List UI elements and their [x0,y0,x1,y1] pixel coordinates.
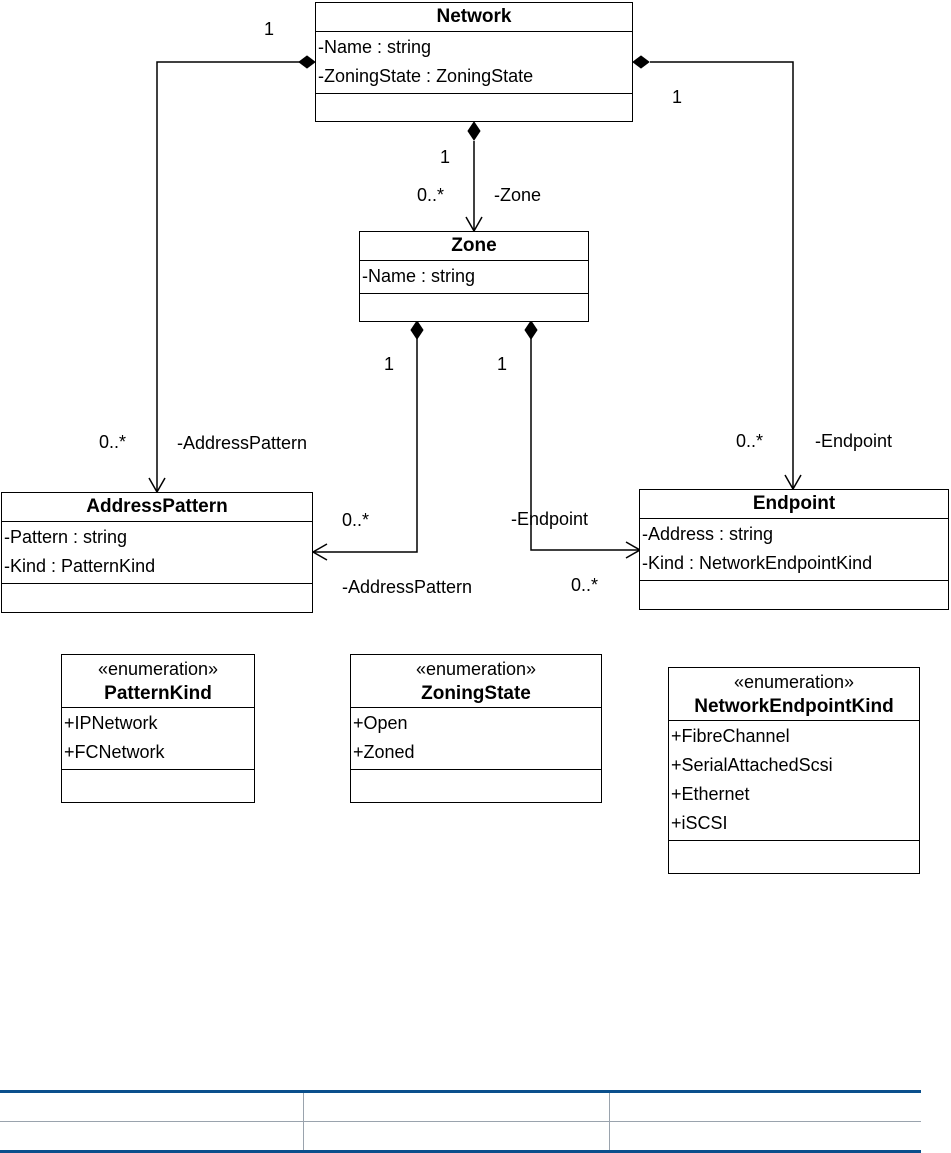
attribute: -Kind : PatternKind [4,556,156,576]
enum-literal: +Zoned [353,742,415,762]
class-header: Network [316,3,632,32]
literal-compartment: +Open +Zoned [351,708,601,770]
composition-diamond [632,55,650,69]
role-label: -Endpoint [511,509,589,529]
class-header: AddressPattern [2,493,312,522]
attribute-compartment: -Address : string -Kind : NetworkEndpoin… [640,519,948,581]
class-name: Network [436,6,512,27]
stereotype-label: «enumeration» [733,672,855,692]
class-name: Zone [451,235,497,256]
multiplicity-label: 0..* [417,185,445,205]
assoc-network-addresspattern [156,61,300,492]
enum-literal: +SerialAttachedScsi [671,755,833,775]
multiplicity-label: 0..* [342,510,370,530]
attribute: -Address : string [642,524,774,544]
enum-literal: +FibreChannel [671,726,790,746]
class-network: Network -Name : string -ZoningState : Zo… [315,2,633,122]
enum-name: NetworkEndpointKind [694,696,894,717]
literal-compartment: +FibreChannel +SerialAttachedScsi +Ether… [669,721,919,841]
class-name: Endpoint [752,493,836,514]
table-row [0,1090,921,1122]
multiplicity-label: 1 [672,87,683,107]
role-label: -AddressPattern [342,577,473,597]
attribute: -ZoningState : ZoningState [318,66,534,86]
assoc-network-endpoint [650,61,794,489]
multiplicity-label: 1 [264,19,275,39]
class-header: Endpoint [640,490,948,519]
assoc-zone-endpoint [530,338,640,551]
table-cell [0,1121,304,1153]
role-label: -Zone [494,185,542,205]
stereotype-label: «enumeration» [415,659,537,679]
class-header: Zone [360,232,588,261]
composition-diamond [410,320,424,340]
attribute: -Name : string [318,37,432,57]
assoc-zone-addresspattern [313,338,418,553]
multiplicity-label: 1 [497,354,508,374]
enum-header: «enumeration» NetworkEndpointKind [669,668,919,721]
class-name: AddressPattern [86,496,228,517]
attribute: -Name : string [362,266,476,286]
attribute-compartment: -Pattern : string -Kind : PatternKind [2,522,312,584]
enum-name: PatternKind [104,683,212,704]
table-row [0,1121,921,1153]
stereotype-label: «enumeration» [97,659,219,679]
table-cell [303,1121,610,1153]
attribute: -Kind : NetworkEndpointKind [642,553,873,573]
table-cell [609,1121,921,1153]
table-cell [303,1090,610,1122]
enum-name: ZoningState [421,683,531,704]
multiplicity-label: 1 [440,147,451,167]
role-label: -AddressPattern [177,433,308,453]
enum-zoning-state: «enumeration» ZoningState +Open +Zoned [350,654,602,803]
multiplicity-label: 1 [384,354,395,374]
enum-literal: +FCNetwork [64,742,165,762]
multiplicity-label: 0..* [736,431,764,451]
attribute: -Pattern : string [4,527,128,547]
multiplicity-label: 0..* [571,575,599,595]
enum-network-endpoint-kind: «enumeration» NetworkEndpointKind +Fibre… [668,667,920,874]
attribute-compartment: -Name : string -ZoningState : ZoningStat… [316,32,632,94]
enum-header: «enumeration» PatternKind [62,655,254,708]
enum-header: «enumeration» ZoningState [351,655,601,708]
multiplicity-label: 0..* [99,432,127,452]
enum-literal: +iSCSI [671,813,728,833]
composition-diamond [298,55,316,69]
composition-diamond [467,121,481,141]
enum-literal: +Ethernet [671,784,750,804]
literal-compartment: +IPNetwork +FCNetwork [62,708,254,770]
class-zone: Zone -Name : string [359,231,589,322]
enum-literal: +IPNetwork [64,713,158,733]
enum-literal: +Open [353,713,408,733]
class-endpoint: Endpoint -Address : string -Kind : Netwo… [639,489,949,610]
arrowhead [311,543,328,561]
footer-table [0,1090,921,1153]
class-address-pattern: AddressPattern -Pattern : string -Kind :… [1,492,313,613]
attribute-compartment: -Name : string [360,261,588,294]
composition-diamond [524,320,538,340]
enum-pattern-kind: «enumeration» PatternKind +IPNetwork +FC… [61,654,255,803]
table-cell [0,1090,304,1122]
table-cell [609,1090,921,1122]
role-label: -Endpoint [815,431,893,451]
